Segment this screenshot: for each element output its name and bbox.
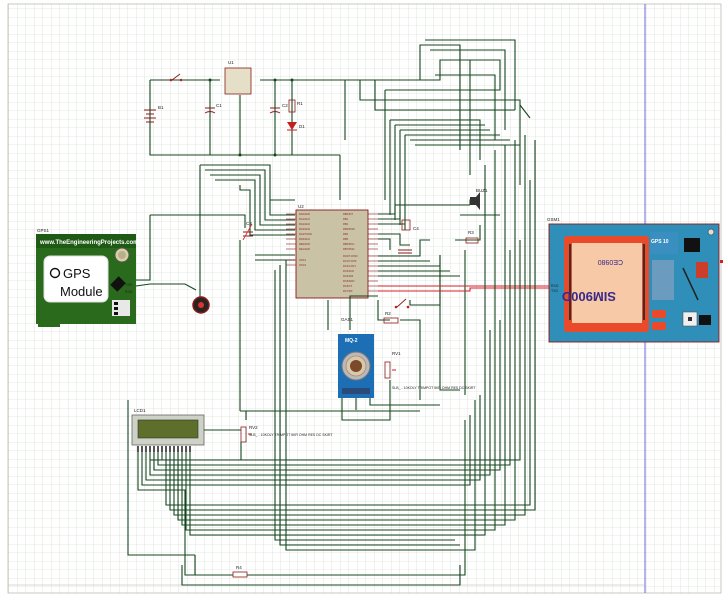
battery-label: B1 xyxy=(158,105,164,110)
led-label: D1 xyxy=(299,124,305,129)
gps-title-line1: GPS xyxy=(63,266,91,281)
gsm-code-text: CE0980 xyxy=(598,258,623,265)
svg-text:RE1/AN6: RE1/AN6 xyxy=(299,247,310,251)
buzzer-label: BUZ1 xyxy=(476,188,488,193)
svg-text:TXD: TXD xyxy=(125,283,132,287)
motor-symbol[interactable] xyxy=(192,296,210,314)
svg-text:RA5/AN4: RA5/AN4 xyxy=(299,237,310,241)
voltage-regulator[interactable]: U1 xyxy=(224,60,252,95)
svg-text:GPS 10: GPS 10 xyxy=(651,239,669,245)
svg-text:RA3/AN3: RA3/AN3 xyxy=(299,227,310,231)
gas-sensor-ref-label: GAS1 xyxy=(341,317,354,322)
potentiometer-rv2[interactable]: RV2 SLB_ - 10KOLY TRIMPOT 5KR OHM RES DC… xyxy=(240,425,333,443)
mcu-label: U2 xyxy=(298,204,304,209)
capacitor-c1[interactable]: C1 xyxy=(204,103,222,114)
svg-text:RC7/RX: RC7/RX xyxy=(343,289,353,293)
mcu-right-wires xyxy=(349,199,500,400)
r4-label: R4 xyxy=(236,565,242,570)
push-switch[interactable] xyxy=(396,298,407,308)
svg-text:RXD: RXD xyxy=(125,290,133,294)
gsm-ref-label: GSM1 xyxy=(547,217,560,222)
lcd-bus-wires xyxy=(127,135,536,586)
svg-text:RB7/PGD: RB7/PGD xyxy=(343,247,355,251)
led-d1[interactable]: D1 xyxy=(287,122,305,131)
svg-text:RB3/PGM: RB3/PGM xyxy=(343,227,355,231)
buzzer[interactable]: BUZ1 xyxy=(470,188,488,210)
gps-module[interactable]: GPS1 www.TheEngineeringProjects.com GPS … xyxy=(36,228,138,327)
resistor-r1[interactable]: R1 xyxy=(288,99,303,113)
svg-text:RC3/SCK: RC3/SCK xyxy=(343,269,355,273)
sheet-border xyxy=(7,3,722,594)
svg-text:RB4: RB4 xyxy=(343,232,349,236)
svg-text:RB6/PGC: RB6/PGC xyxy=(343,242,355,246)
svg-text:SLB_ - 10KOLY TRIMPOT 5KR OHM: SLB_ - 10KOLY TRIMPOT 5KR OHM RES DC SKI… xyxy=(249,433,333,437)
resistor-r4[interactable]: R4 xyxy=(232,565,248,578)
svg-text:RB5: RB5 xyxy=(343,237,349,241)
capacitor-c3[interactable]: C3 xyxy=(242,221,253,241)
c3-label: C3 xyxy=(246,221,252,226)
battery-symbol[interactable]: B1 xyxy=(144,105,164,123)
resistor-r2[interactable]: R2 xyxy=(383,311,399,324)
lcd-display[interactable]: LCD1 xyxy=(131,408,205,452)
gas-sensor-module[interactable]: GAS1 MQ-2 xyxy=(338,317,374,410)
r1-label: R1 xyxy=(297,101,303,106)
capacitor-c4[interactable]: C4 xyxy=(398,219,419,254)
svg-text:RXD: RXD xyxy=(551,284,559,288)
c2-label: C2 xyxy=(282,103,288,108)
c1-label: C1 xyxy=(216,103,222,108)
gps-ref-label: GPS1 xyxy=(37,228,50,233)
regulator-label: U1 xyxy=(228,60,234,65)
svg-text:RA0/AN0: RA0/AN0 xyxy=(299,212,310,216)
svg-text:OSC1: OSC1 xyxy=(299,258,307,262)
svg-text:SLB_ - 10KOLY TRIMPOT 5KR OHM: SLB_ - 10KOLY TRIMPOT 5KR OHM RES DC SKI… xyxy=(392,386,476,390)
svg-text:RE0/AN5: RE0/AN5 xyxy=(299,242,310,246)
svg-text:RC4/SDI: RC4/SDI xyxy=(343,274,354,278)
rv2-label: RV2 xyxy=(249,425,258,430)
svg-text:RA4/T0CKI: RA4/T0CKI xyxy=(299,232,312,236)
svg-text:RA2/AN2: RA2/AN2 xyxy=(299,222,310,226)
r2-label: R2 xyxy=(385,311,391,316)
svg-text:TXD: TXD xyxy=(551,289,558,293)
gps-website-text: www.TheEngineeringProjects.com xyxy=(39,240,138,246)
svg-text:RC1/T1OSI: RC1/T1OSI xyxy=(343,259,357,263)
svg-text:RC6/TX: RC6/TX xyxy=(343,284,352,288)
gsm-model-text: SIM900D xyxy=(562,289,616,304)
svg-text:RC2/CCP1: RC2/CCP1 xyxy=(343,264,356,268)
svg-text:RB0/INT: RB0/INT xyxy=(343,212,353,216)
resistor-r3[interactable]: R3 xyxy=(465,230,479,244)
potentiometer-rv1[interactable]: RV1 SLB_ - 10KOLY TRIMPOT 5KR OHM RES DC… xyxy=(384,351,476,390)
gsm-module[interactable]: GSM1 SIM900D CE0980 GPS 10 RXD TXD xyxy=(547,217,723,343)
c4-label: C4 xyxy=(413,226,419,231)
mq2-label: MQ-2 xyxy=(345,338,358,344)
gps-circle-icon xyxy=(49,267,61,279)
svg-text:RA1/AN1: RA1/AN1 xyxy=(299,217,310,221)
svg-text:RC5/SDO: RC5/SDO xyxy=(343,279,355,283)
power-section: B1 U1 C1 C2 R1 D1 xyxy=(144,60,346,157)
rv1-label: RV1 xyxy=(392,351,401,356)
lcd-ref-label: LCD1 xyxy=(134,408,146,413)
top-bus-wires xyxy=(345,39,531,230)
gps-title-line2: Module xyxy=(60,284,103,299)
svg-text:RB2: RB2 xyxy=(343,222,349,226)
svg-text:OSC2: OSC2 xyxy=(299,263,307,267)
svg-text:RC0/T1OSO: RC0/T1OSO xyxy=(343,254,358,258)
capacitor-c2[interactable]: C2 xyxy=(269,103,288,114)
svg-text:RB1: RB1 xyxy=(343,217,349,221)
r3-label: R3 xyxy=(468,230,474,235)
